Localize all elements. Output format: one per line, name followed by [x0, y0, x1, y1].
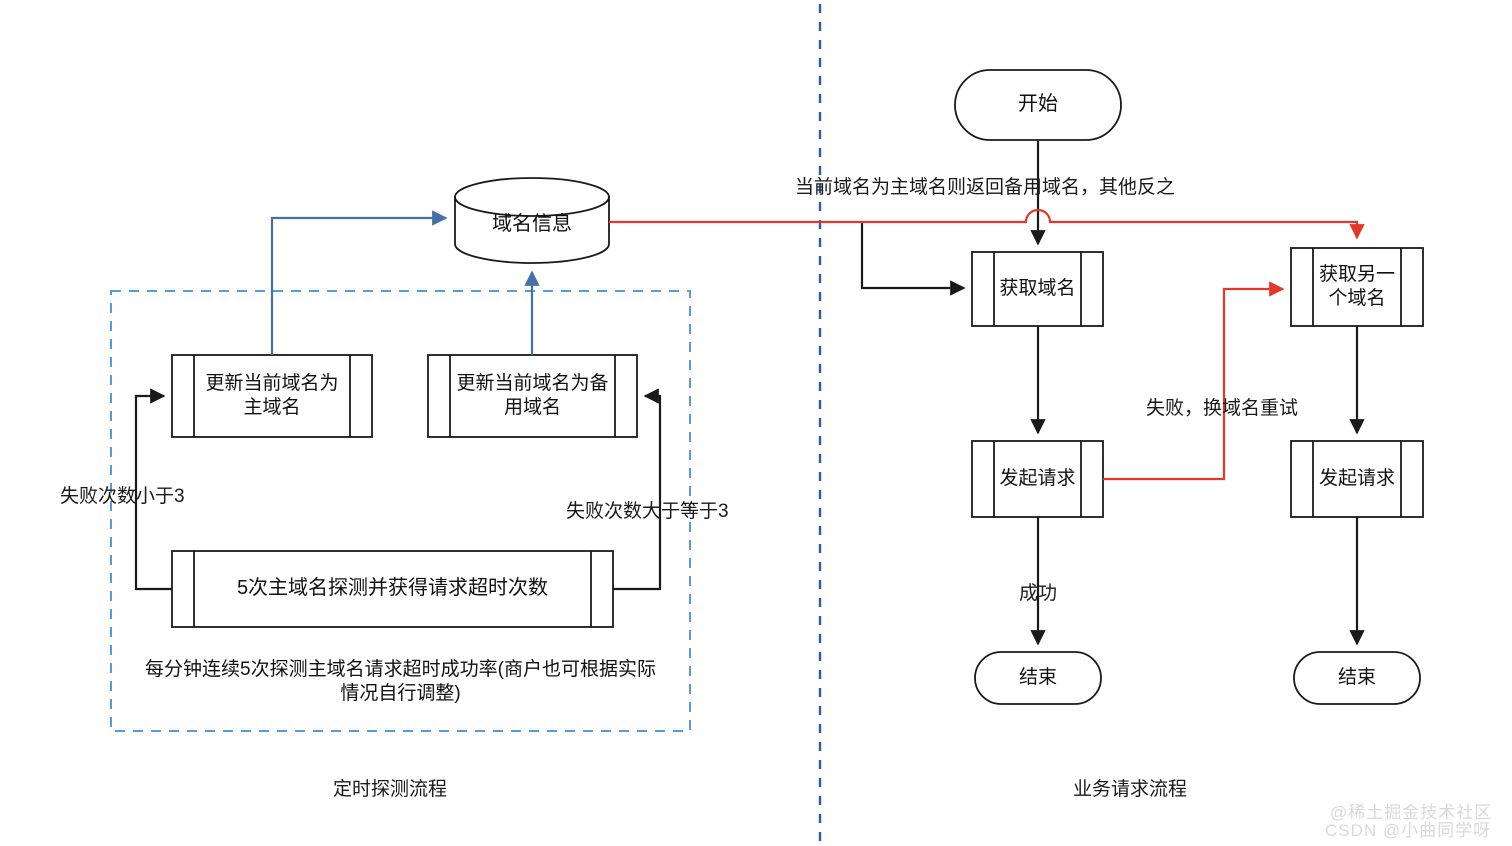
edge-label-swap-rule: 当前域名为主域名则返回备用域名，其他反之 [794, 177, 1176, 198]
node-get-domain [971, 251, 1104, 327]
node-end-2 [1293, 651, 1421, 705]
datastore-domain-info [454, 177, 610, 264]
edge-datastore-to-get-other-domain [609, 208, 1365, 240]
watermark-csdn: CSDN @小曲同学呀 [1325, 821, 1492, 840]
edge-update-primary-to-datastore [270, 210, 448, 355]
node-get-other-domain [1290, 247, 1424, 327]
edge-send-request-1-retry [1103, 281, 1285, 481]
node-end-1 [974, 651, 1102, 705]
node-send-request-1 [971, 440, 1104, 518]
node-update-primary [171, 354, 373, 438]
watermark-juejin: @稀土掘金技术社区 [1330, 803, 1493, 822]
node-start [954, 69, 1122, 141]
edge-datastore-to-get-domain [860, 222, 966, 296]
edge-label-fail-lt-3: 失败次数小于3 [60, 486, 185, 507]
edge-probe-to-update-primary [134, 388, 172, 591]
node-update-backup [427, 354, 638, 438]
node-probe-5-times [171, 550, 614, 628]
edge-probe-to-update-backup [613, 388, 662, 591]
node-send-request-2 [1290, 440, 1424, 518]
edge-label-success: 成功 [1018, 583, 1058, 604]
scheduled-probe-panel [110, 290, 691, 732]
edge-label-fail-gte-3: 失败次数大于等于3 [566, 501, 729, 522]
caption-right-flow: 业务请求流程 [1072, 779, 1188, 800]
caption-left-flow: 定时探测流程 [332, 779, 448, 800]
edge-label-retry-other-domain: 失败，换域名重试 [1145, 398, 1299, 419]
